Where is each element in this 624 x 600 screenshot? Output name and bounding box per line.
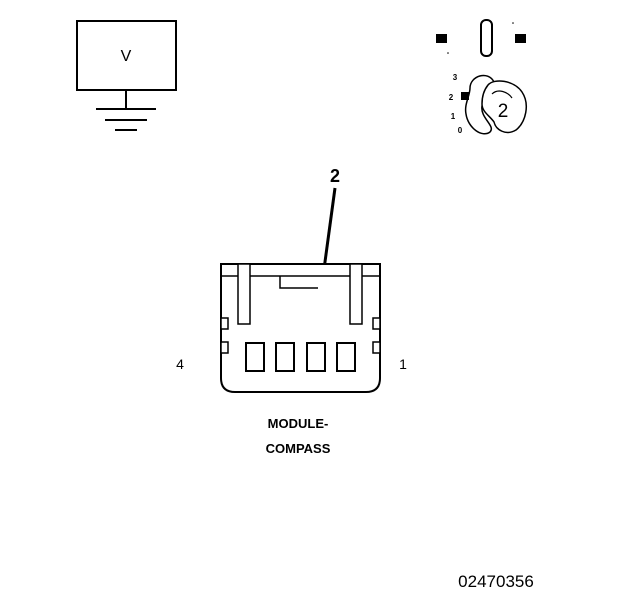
meter-label: V: [121, 48, 132, 65]
connector-cavity-3: [275, 342, 295, 372]
pin-label-right: 1: [399, 356, 407, 372]
connector-cavity-4: [245, 342, 265, 372]
figure-id: 02470356: [458, 572, 534, 591]
callout-number: 2: [330, 166, 340, 186]
key-position-2: 2: [449, 93, 454, 102]
key-slot-left-icon: [436, 34, 447, 43]
pin-label-left: 4: [176, 356, 184, 372]
key-position-1: 1: [451, 112, 456, 121]
connector-name-line2: COMPASS: [266, 441, 331, 456]
connector-left-tab-upper: [220, 317, 229, 330]
key-slot-right-icon: [515, 34, 526, 43]
key-position-marker-icon: [461, 92, 469, 100]
connector-right-latch: [349, 263, 363, 325]
key-head-icon: [464, 74, 528, 135]
key-blade-icon: [480, 19, 493, 57]
connector-key-notch: [279, 276, 318, 289]
voltmeter-symbol: V: [76, 20, 177, 131]
key-position-3: 3: [453, 73, 458, 82]
connector-right-tab-upper: [372, 317, 381, 330]
key-position-0: 0: [458, 126, 463, 135]
connector-left-tab-lower: [220, 341, 229, 354]
connector-cavity-2: [306, 342, 326, 372]
connector-left-latch: [237, 263, 251, 325]
key-position-scale: 3 2 1 0: [449, 73, 463, 135]
connector-name-line1: MODULE-: [268, 416, 329, 431]
connector-cavity-1: [336, 342, 356, 372]
connector-face: [220, 263, 381, 393]
connector-right-tab-lower: [372, 341, 381, 354]
ground-icon: [96, 108, 156, 131]
key-selected-position: 2: [498, 101, 509, 122]
key-switch-symbol: 3 2 1 0 2: [436, 19, 528, 135]
